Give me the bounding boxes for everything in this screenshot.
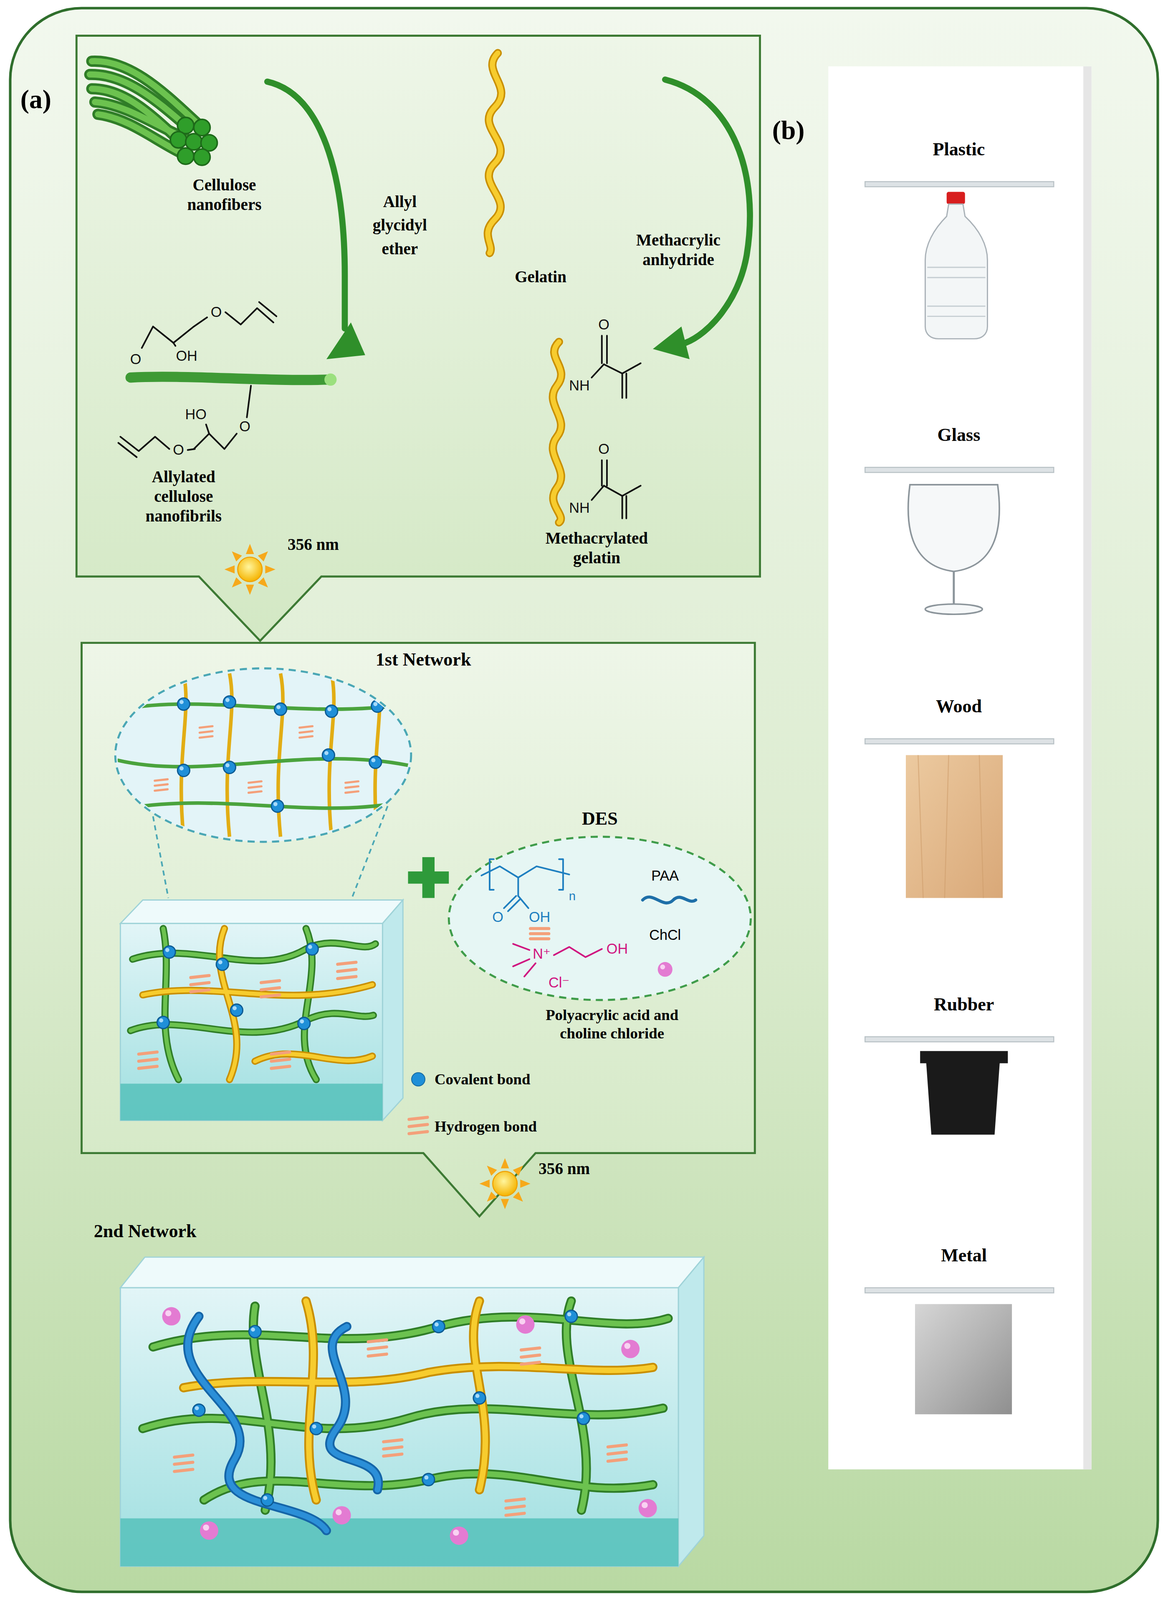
substrate-label: Plastic — [857, 138, 1062, 161]
node-label: DES — [558, 807, 641, 830]
node-label: Polyacrylic acid and choline chloride — [522, 1005, 702, 1043]
atom-label: OH — [604, 940, 631, 958]
repeat-index: n — [565, 888, 580, 903]
legend-swatch — [411, 1071, 426, 1087]
node-label: Allyl glycidyl ether — [358, 189, 441, 261]
node-label: Methacrylated gelatin — [533, 528, 661, 568]
node-label: ChCl — [629, 926, 701, 944]
wavelength-label: 356 nm — [287, 534, 380, 555]
substrate-panel: PlasticGlassWoodRubberMetal — [828, 66, 1092, 1469]
substrate-label: Glass — [857, 424, 1062, 447]
atom-label: O — [591, 316, 617, 334]
node-label: 1st Network — [321, 648, 526, 671]
legend-label: Hydrogen bond — [434, 1117, 608, 1136]
node-label: Allylated cellulose nanofibrils — [127, 467, 240, 526]
node-label: 2nd Network — [93, 1220, 299, 1243]
atom-label: OH — [526, 908, 554, 926]
atom-label: O — [120, 350, 151, 368]
atom-label: N⁺ — [528, 945, 556, 963]
node-label: Methacrylic anhydride — [622, 230, 735, 270]
node-label: Cellulose nanofibers — [168, 175, 281, 215]
substrate-label: Rubber — [862, 993, 1067, 1016]
figure-panel: (a) (b) Cellulose nanofibers Allyl glycidyl… — [10, 8, 1158, 1592]
hydrogel-block: 2nd Network — [120, 1256, 704, 1566]
atom-label: Cl⁻ — [543, 973, 575, 992]
atom-label: O — [232, 417, 258, 435]
panel-letter: (a) — [20, 83, 82, 116]
panel-letter: (b) — [772, 114, 834, 147]
legend-label: Covalent bond — [434, 1069, 608, 1089]
substrate-label: Wood — [857, 695, 1062, 718]
node-label: Gelatin — [489, 267, 592, 287]
node-label: PAA — [634, 867, 696, 885]
atom-label: NH — [566, 376, 593, 395]
atom-label: HO — [180, 405, 212, 423]
callout-box: Cellulose nanofibers Allyl glycidyl ether… — [76, 35, 760, 577]
atom-label: O — [204, 303, 229, 321]
wavelength-label: 356 nm — [538, 1158, 631, 1179]
atom-label: NH — [566, 499, 593, 517]
substrate-label: Metal — [862, 1244, 1067, 1267]
atom-label: O — [591, 440, 617, 458]
atom-label: O — [487, 908, 509, 926]
atom-label: O — [168, 441, 189, 459]
atom-label: OH — [171, 347, 203, 365]
